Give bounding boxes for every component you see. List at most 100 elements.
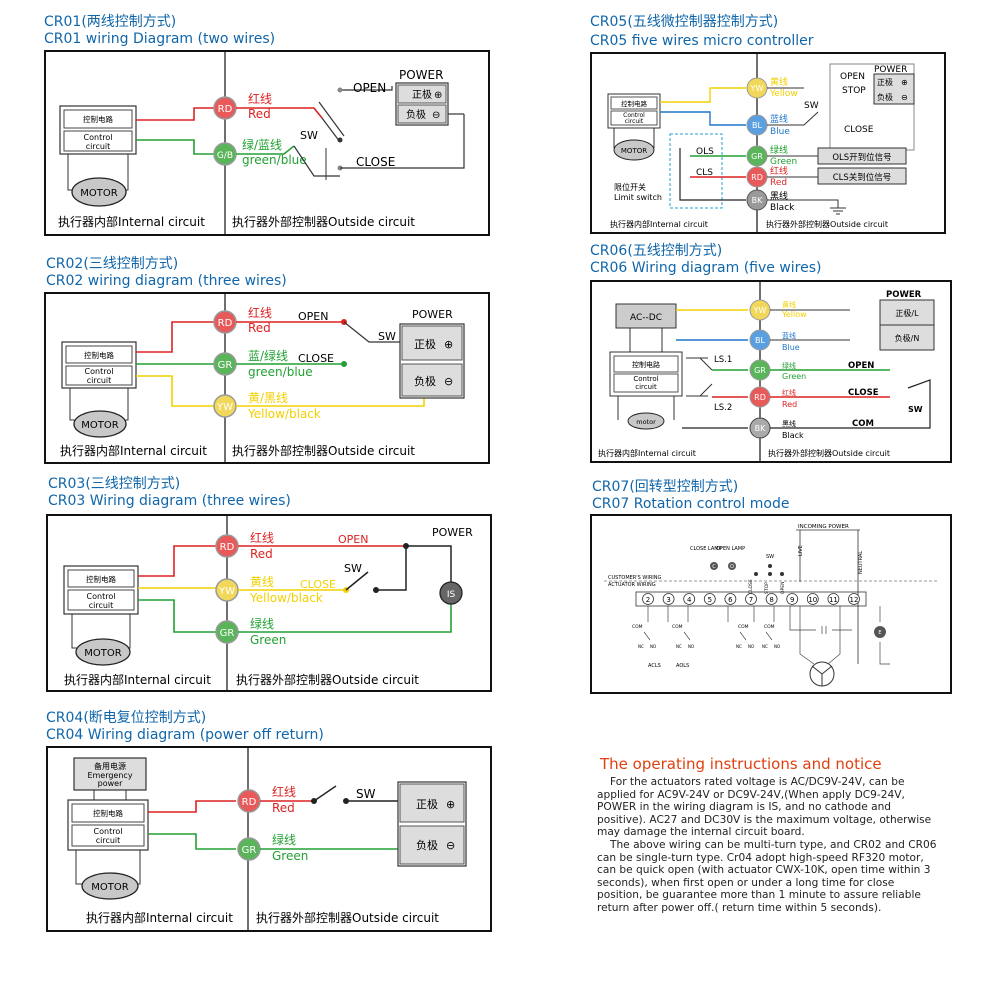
cr02-motor-label: MOTOR (81, 420, 118, 431)
cr07-com-3: COM (738, 624, 749, 630)
cr01-red-en: Red (248, 107, 271, 121)
cr03-motor (75, 638, 131, 666)
cr01-title-en: CR01 wiring Diagram (two wires) (44, 31, 276, 47)
cr01-motor (71, 177, 127, 207)
cr05-positive: 正极 (877, 77, 893, 87)
cr05-gr-label: GR (751, 152, 763, 161)
cr04-outside-label: 执行器外部控制器Outside circuit (256, 910, 439, 925)
cr05-power-label: POWER (874, 65, 907, 75)
cr04-emerg-en2: power (98, 779, 123, 788)
notice-title: The operating instructions and notice (600, 755, 882, 773)
cr04-title-en: CR04 Wiring diagram (power off return) (46, 727, 324, 743)
cr03-is-label: IS (447, 590, 456, 600)
ground-icon (830, 207, 846, 215)
cr07-earth-icon (874, 626, 886, 638)
cr01-red-cn: 红线 (248, 91, 272, 106)
cr06-power-label: POWER (886, 290, 922, 300)
cr07-com-2: COM (672, 624, 683, 630)
cr07-no-3: NO (748, 644, 754, 649)
cr07-nc-4: NC (762, 644, 768, 649)
cr05-limit-switch-box (669, 133, 723, 209)
cr02-yw-label: YW (216, 402, 233, 413)
cr07-terminal-9 (786, 593, 799, 605)
cr05-cls-signal: CLS关到位信号 (833, 172, 892, 183)
cr05-k-cn: 黑线 (770, 190, 788, 202)
cr05-close-label: CLOSE (844, 125, 874, 135)
cr02-diagram: 控制电路 Control circuit MOTOR RD GR YW 红线 R… (44, 292, 490, 464)
cr02-gb-en: green/blue (248, 365, 313, 379)
cr07-sw-label: SW (766, 554, 774, 560)
cr02-negative: 负极 (414, 374, 436, 388)
cr02-control-cn: 控制电路 (84, 350, 114, 360)
cr04-sw-label: SW (356, 787, 376, 801)
cr01-outside-label: 执行器外部控制器Outside circuit (232, 214, 415, 229)
cr04-green-cn: 绿线 (272, 832, 296, 847)
cr04-negative: 负极 (416, 838, 438, 852)
cr07-com-1: COM (632, 624, 643, 630)
cr07-no-4: NO (774, 644, 780, 649)
cr02-title-en: CR02 wiring diagram (three wires) (46, 273, 287, 289)
cr06-k-en: Black (782, 431, 804, 440)
cr02-gr-label: GR (218, 360, 233, 371)
cr03-outside-label: 执行器外部控制器Outside circuit (236, 672, 419, 687)
cr05-bk-label: BK (752, 196, 763, 205)
cr03-title-cn: CR03(三线控制方式) (48, 476, 181, 492)
cr06-diagram: AC--DC 控制电路 Control circuit motor LS.1 L… (590, 280, 952, 463)
cr07-terminal-8 (765, 593, 778, 605)
cr01-close-label: CLOSE (356, 155, 395, 169)
cr03-red-en: Red (250, 547, 273, 561)
cr02-close-label: CLOSE (298, 352, 334, 365)
plus-icon: ⊕ (444, 338, 453, 351)
plus-icon: ⊕ (434, 90, 442, 101)
cr02-yb-cn: 黄/黑线 (248, 391, 288, 405)
cr05-title-en: CR05 five wires micro controller (590, 33, 814, 49)
cr06-title-en: CR06 Wiring diagram (five wires) (590, 260, 822, 276)
cr04-motor (81, 872, 139, 900)
cr01-negative: 负极 (406, 108, 426, 121)
cr07-no-2: NO (688, 644, 694, 649)
cr07-terminal-label-8: 8 (769, 596, 773, 604)
cr02-control-en2: circuit (87, 376, 112, 385)
notice-paragraph-2: The above wiring can be multi-turn type,… (597, 838, 937, 914)
cr07-acls-label: ACLS (648, 663, 661, 669)
cr06-yw-label: YW (753, 306, 767, 315)
cr07-terminal-2 (642, 593, 654, 605)
cr05-r-cn: 红线 (770, 165, 788, 177)
minus-icon: ⊖ (446, 839, 455, 852)
cr06-acdc-label: AC--DC (630, 313, 662, 323)
cr03-sw-label: SW (344, 562, 362, 575)
cr05-control-cn: 控制电路 (621, 99, 648, 108)
cr07-terminal-7 (745, 593, 757, 605)
cr05-stop-label: STOP (842, 86, 866, 96)
cr07-com-4: COM (764, 624, 775, 630)
cr04-control-en2: circuit (96, 836, 121, 845)
cr05-control-en1: Control (623, 112, 645, 119)
cr03-green-en: Green (250, 633, 286, 647)
cr05-diagram: 控制电路 Control circuit MOTOR 限位开关 Limit sw… (590, 52, 946, 234)
cr07-terminal-label-4: 4 (687, 596, 692, 604)
cr07-terminal-label-9: 9 (790, 596, 794, 604)
cr05-motor (613, 139, 655, 161)
cr05-outside-label: 执行器外部控制器Outside circuit (766, 219, 888, 229)
cr07-sw-open: OPEN (780, 582, 786, 594)
cr04-diagram: 备用电源 Emergency power 控制电路 Control circui… (46, 746, 492, 932)
cr02-positive: 正极 (414, 337, 436, 351)
cr04-rd-label: RD (242, 797, 257, 808)
cr06-title-cn: CR06(五线控制方式) (590, 243, 723, 259)
cr06-motor (627, 412, 665, 430)
cr06-rd-label: RD (754, 393, 766, 402)
cr07-nc-3: NC (736, 644, 742, 649)
cr05-y-cn: 黄线 (770, 76, 788, 88)
cr01-rd-label: RD (218, 104, 233, 115)
cr03-motor-label: MOTOR (84, 648, 121, 659)
cr02-red-cn: 红线 (248, 305, 272, 320)
cr07-c-label: C (712, 564, 716, 570)
cr04-control-en1: Control (94, 827, 123, 836)
cr05-yw-label: YW (750, 84, 764, 93)
cr01-internal-label: 执行器内部Internal circuit (58, 214, 205, 229)
cr03-close-label: CLOSE (300, 578, 336, 591)
plus-icon: ⊕ (901, 78, 908, 87)
cr07-terminal-10 (806, 593, 819, 605)
cr07-title-en: CR07 Rotation control mode (592, 496, 790, 512)
cr07-terminal-12 (848, 593, 860, 605)
